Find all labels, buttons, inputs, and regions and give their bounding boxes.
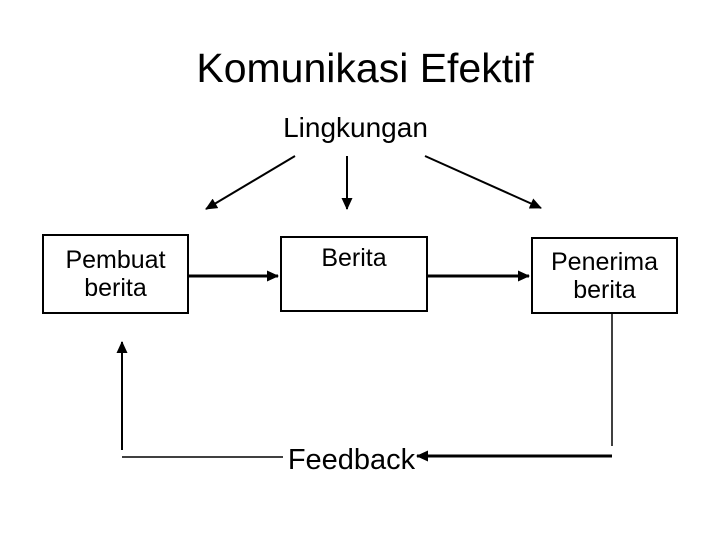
node-berita: Berita bbox=[280, 236, 428, 312]
node-pembuat-berita-line2: berita bbox=[84, 274, 147, 302]
node-berita-line1: Berita bbox=[321, 244, 387, 272]
feedback-label: Feedback bbox=[287, 444, 416, 476]
environment-label: Lingkungan bbox=[283, 112, 428, 143]
node-penerima-berita: Penerima berita bbox=[531, 237, 678, 314]
node-penerima-berita-line2: berita bbox=[573, 275, 636, 304]
node-pembuat-berita: Pembuat berita bbox=[42, 234, 189, 314]
node-penerima-berita-line1: Penerima bbox=[551, 247, 658, 276]
slide-title: Komunikasi Efektif bbox=[196, 45, 534, 91]
arrow-environment-to-receiver bbox=[424, 155, 542, 209]
arrow-environment-to-sender bbox=[205, 155, 296, 210]
node-pembuat-berita-line1: Pembuat bbox=[65, 246, 166, 274]
